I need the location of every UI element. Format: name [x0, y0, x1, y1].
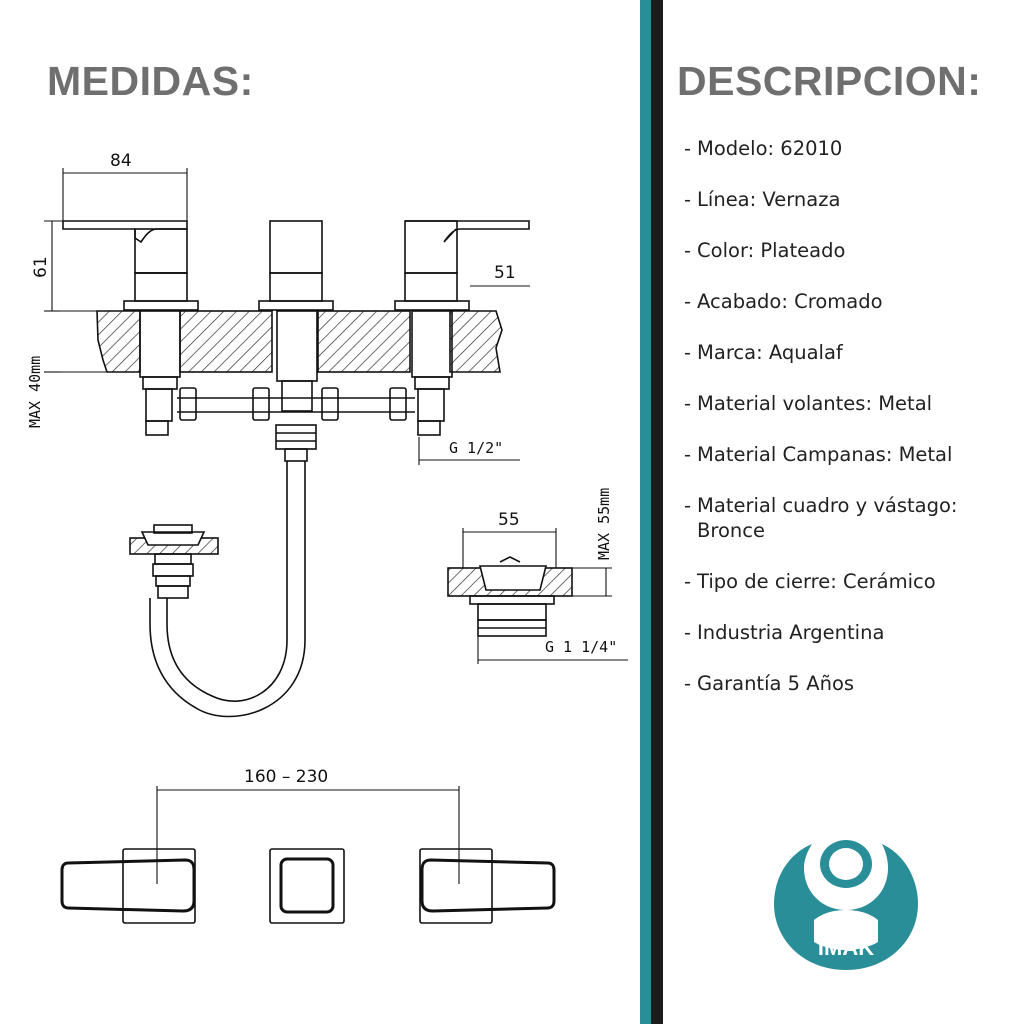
- top-view: [60, 848, 556, 924]
- dim-g-half-label: G 1/2": [449, 439, 503, 457]
- drain-assembly: [129, 524, 219, 599]
- imak-logo: IMAK: [774, 840, 918, 970]
- divider-black: [651, 0, 663, 1024]
- dim-84-label: 84: [110, 151, 132, 171]
- spec-item: -Acabado: Cromado: [684, 290, 883, 313]
- spec-item: -Tipo de cierre: Cerámico: [684, 570, 936, 593]
- divider-teal: [640, 0, 651, 1024]
- dim-61-label: 61: [31, 256, 51, 278]
- dim-max55-label: MAX 55mm: [595, 488, 613, 560]
- dimension-lines: [44, 168, 628, 884]
- spec-item: -Garantía 5 Años: [684, 672, 855, 695]
- spec-item: -Material Campanas: Metal: [684, 443, 953, 466]
- dim-55-label: 55: [498, 510, 520, 530]
- dim-51-label: 51: [494, 263, 516, 283]
- right-handle-body: [394, 220, 530, 390]
- center-spout-body: [258, 220, 334, 462]
- medidas-heading: MEDIDAS:: [47, 58, 254, 104]
- countertop-section: [47, 310, 503, 373]
- spec-item: -Material cuadro y vástago:Bronce: [684, 494, 958, 542]
- spec-item: -Marca: Aqualaf: [684, 341, 843, 364]
- logo-ring: [774, 844, 918, 970]
- connection-pipes: [145, 387, 445, 436]
- spec-item: -Línea: Vernaza: [684, 188, 841, 211]
- dim-spacing-label: 160 – 230: [244, 767, 328, 787]
- spec-item: -Modelo: 62010: [684, 137, 843, 160]
- spec-item: -Color: Plateado: [684, 239, 846, 262]
- descripcion-heading: DESCRIPCION:: [677, 58, 982, 104]
- dim-g-1-1-4-label: G 1 1/4": [545, 638, 617, 656]
- flexible-hose: [149, 461, 306, 718]
- spec-item: -Material volantes: Metal: [684, 392, 933, 415]
- drain-section-detail: [447, 556, 573, 637]
- logo-text: IMAK: [818, 935, 874, 960]
- spec-item: -Industria Argentina: [684, 621, 885, 644]
- dim-max40-label: MAX 40mm: [26, 356, 44, 428]
- technical-drawing: 84 61 MAX 40mm 51 G 1/2" 55 MAX 55mm G 1…: [26, 151, 628, 924]
- spec-list: -Modelo: 62010 -Línea: Vernaza -Color: P…: [684, 136, 1014, 722]
